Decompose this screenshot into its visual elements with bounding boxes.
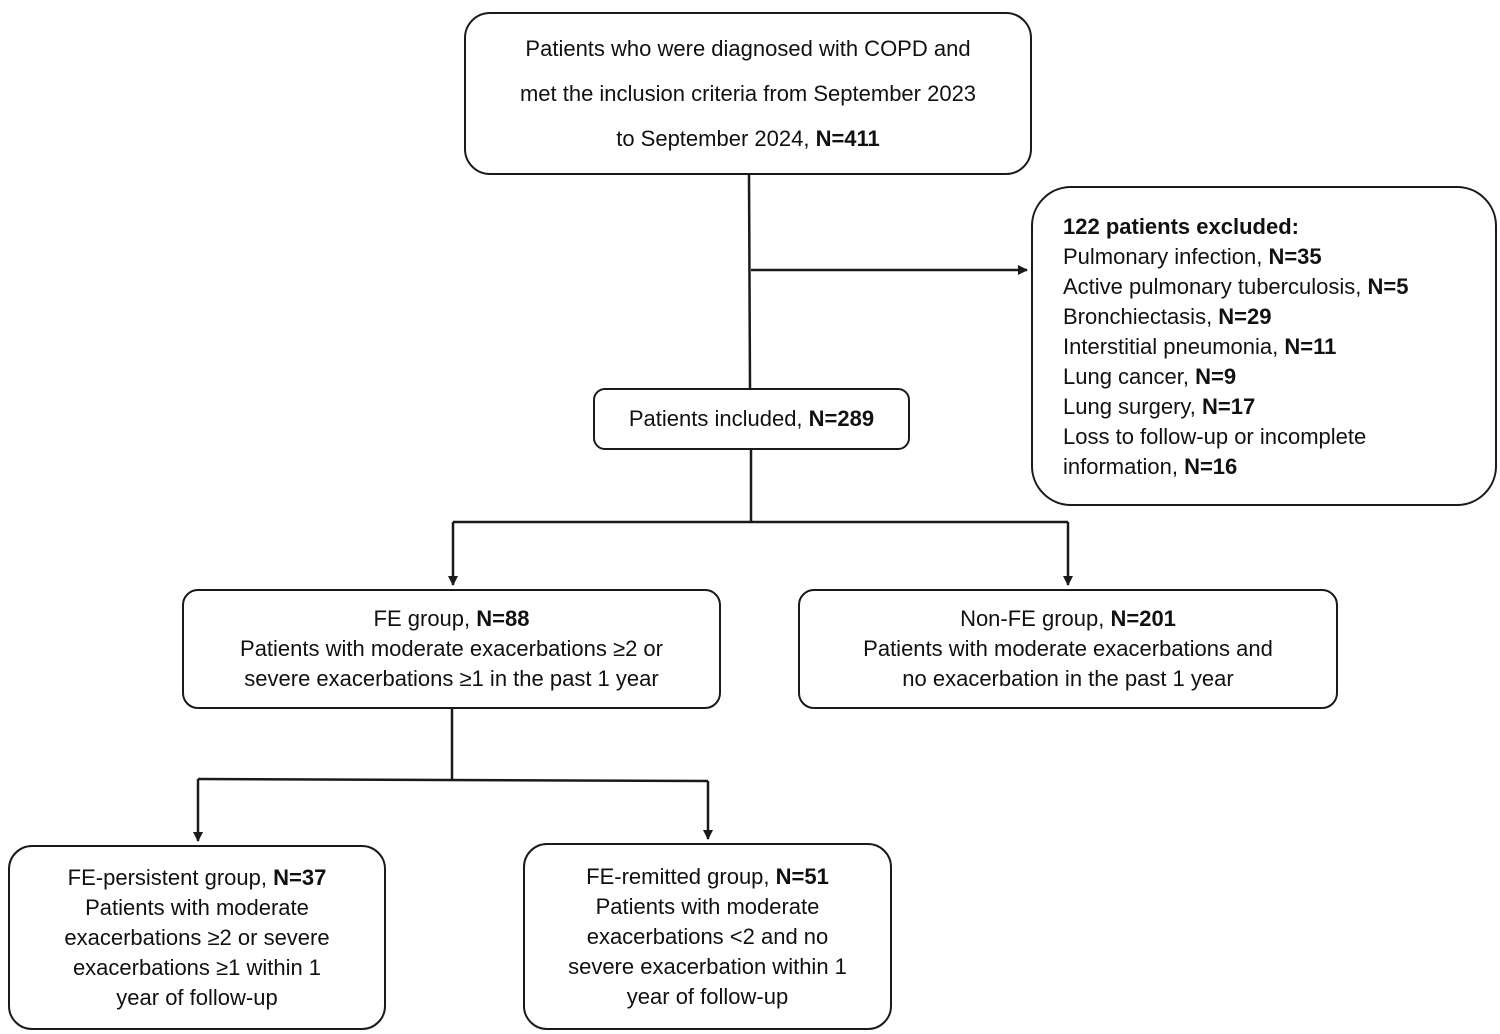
fe-group-title: FE group, N=88 bbox=[374, 604, 530, 634]
excluded-item: Interstitial pneumonia, N=11 bbox=[1063, 332, 1336, 362]
screened-line-3-text: to September 2024, bbox=[616, 126, 816, 151]
non-fe-group-desc-line-2: no exacerbation in the past 1 year bbox=[902, 666, 1234, 691]
fe-remitted-desc-line: exacerbations <2 and no bbox=[586, 923, 829, 949]
excluded-item-count: N=9 bbox=[1195, 364, 1237, 389]
included-patients-box: Patients included, N=289 bbox=[593, 388, 910, 450]
fe-group-label: FE group, bbox=[373, 606, 477, 631]
excluded-item-count: N=11 bbox=[1284, 334, 1337, 359]
fe-remitted-desc-line: severe exacerbation within 1 bbox=[568, 953, 847, 979]
fe-group-desc-line-2: severe exacerbations ≥1 in the past 1 ye… bbox=[244, 666, 659, 691]
excluded-item-label: Lung cancer, bbox=[1063, 364, 1196, 389]
non-fe-group-desc-line-1: Patients with moderate exacerbations and bbox=[863, 636, 1273, 661]
screened-line-3: to September 2024, N=411 bbox=[616, 116, 880, 161]
screened-count: N=411 bbox=[815, 126, 880, 151]
included-label: Patients included, bbox=[628, 406, 809, 431]
fe-remitted-title: FE-remitted group, N=51 bbox=[586, 862, 829, 892]
excluded-item-count: N=35 bbox=[1268, 244, 1322, 269]
fe-persistent-label: FE-persistent group, bbox=[67, 864, 274, 890]
fe-persistent-group-box: FE-persistent group, N=37 Patients with … bbox=[8, 845, 386, 1030]
excluded-item-count: N=29 bbox=[1218, 304, 1272, 329]
included-count: N=289 bbox=[808, 406, 875, 431]
fe-group-desc-line-1: Patients with moderate exacerbations ≥2 … bbox=[240, 636, 663, 661]
excluded-item-label: information, bbox=[1063, 454, 1185, 479]
excluded-item-label: Interstitial pneumonia, bbox=[1063, 334, 1285, 359]
excluded-item-count: N=5 bbox=[1367, 274, 1409, 299]
fe-remitted-desc-line: year of follow-up bbox=[626, 983, 789, 1009]
fe-remitted-desc-line: Patients with moderate bbox=[595, 893, 820, 919]
excluded-item: Lung surgery, N=17 bbox=[1063, 392, 1255, 422]
fe-remitted-label: FE-remitted group, bbox=[586, 863, 776, 889]
excluded-item-label: Bronchiectasis, bbox=[1063, 304, 1219, 329]
screened-line-2: met the inclusion criteria from Septembe… bbox=[519, 81, 977, 106]
fe-group-box: FE group, N=88 Patients with moderate ex… bbox=[182, 589, 721, 709]
fe-persistent-desc-line: Patients with moderate bbox=[85, 894, 309, 920]
screened-line-1: Patients who were diagnosed with COPD an… bbox=[525, 36, 971, 61]
excluded-item: Lung cancer, N=9 bbox=[1063, 362, 1236, 392]
fe-persistent-count: N=37 bbox=[273, 864, 327, 890]
excluded-item: Active pulmonary tuberculosis, N=5 bbox=[1063, 272, 1408, 302]
excluded-item: Bronchiectasis, N=29 bbox=[1063, 302, 1272, 332]
fe-remitted-group-box: FE-remitted group, N=51 Patients with mo… bbox=[523, 843, 892, 1030]
included-line: Patients included, N=289 bbox=[629, 404, 874, 434]
fe-remitted-count: N=51 bbox=[775, 863, 829, 889]
non-fe-group-label: Non-FE group, bbox=[960, 606, 1111, 631]
fe-persistent-title: FE-persistent group, N=37 bbox=[68, 863, 327, 893]
excluded-patients-box: 122 patients excluded: Pulmonary infecti… bbox=[1031, 186, 1497, 506]
excluded-title: 122 patients excluded: bbox=[1063, 214, 1299, 239]
excluded-item-loss-line-2: information, N=16 bbox=[1063, 452, 1237, 482]
connector-fe-split-horizontal bbox=[197, 777, 709, 783]
excluded-item-label: Lung surgery, bbox=[1063, 394, 1203, 419]
non-fe-group-title: Non-FE group, N=201 bbox=[960, 604, 1176, 634]
excluded-item: Pulmonary infection, N=35 bbox=[1063, 242, 1322, 272]
excluded-item-label: Pulmonary infection, bbox=[1063, 244, 1269, 269]
non-fe-group-box: Non-FE group, N=201 Patients with modera… bbox=[798, 589, 1338, 709]
fe-group-count: N=88 bbox=[476, 606, 530, 631]
connector-screened-to-included bbox=[747, 174, 752, 389]
fe-persistent-desc-line: year of follow-up bbox=[116, 984, 278, 1010]
excluded-item-label: Active pulmonary tuberculosis, bbox=[1063, 274, 1368, 299]
excluded-item-loss-line-1: Loss to follow-up or incomplete bbox=[1063, 424, 1367, 449]
excluded-item-count: N=17 bbox=[1202, 394, 1256, 419]
non-fe-group-count: N=201 bbox=[1110, 606, 1176, 631]
fe-persistent-desc-line: exacerbations ≥1 within 1 bbox=[72, 954, 322, 980]
fe-persistent-desc-line: exacerbations ≥2 or severe bbox=[64, 924, 330, 950]
excluded-item-count: N=16 bbox=[1184, 454, 1238, 479]
screened-patients-box: Patients who were diagnosed with COPD an… bbox=[464, 12, 1032, 175]
